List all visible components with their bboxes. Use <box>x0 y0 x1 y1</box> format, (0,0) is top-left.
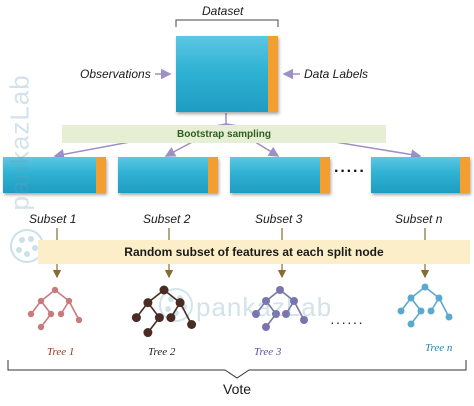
tree-node <box>47 310 55 318</box>
tree-node <box>57 310 65 318</box>
decision-tree-4 <box>397 283 453 328</box>
watermark-vertical: pankazLab <box>4 74 35 211</box>
subset-label-2: Subset 2 <box>143 212 191 226</box>
subset-block-1 <box>3 157 106 193</box>
dataset-label: Dataset <box>202 4 244 18</box>
tree-node <box>75 316 83 324</box>
tree-node <box>143 298 153 308</box>
decision-tree-3 <box>252 286 308 331</box>
subset-block-n <box>371 157 470 193</box>
tree-node <box>175 298 185 308</box>
subset-3-labels-strip <box>320 157 330 193</box>
tree-edge <box>438 297 450 318</box>
dataset-block <box>176 36 278 112</box>
tree-node <box>159 285 169 295</box>
observations-label: Observations <box>80 67 151 81</box>
tree-node <box>51 286 59 294</box>
subset-n-labels-strip <box>460 157 470 193</box>
bootstrap-band: Bootstrap sampling <box>62 125 386 143</box>
tree-label-2: Tree 2 <box>148 346 176 358</box>
vote-label: Vote <box>223 381 252 397</box>
tree-node <box>421 283 429 291</box>
tree-node <box>262 297 270 305</box>
tree-node <box>407 294 415 302</box>
tree-node <box>27 310 35 318</box>
tree-node <box>187 320 197 329</box>
random-subset-label: Random subset of features at each split … <box>124 245 384 259</box>
tree-node <box>290 297 298 305</box>
tree-node <box>435 294 443 302</box>
tree-node <box>262 323 270 331</box>
tree-node <box>252 310 260 318</box>
subset-block-2 <box>118 157 218 193</box>
watermark-center-logo-icon <box>159 288 193 322</box>
bootstrap-label: Bootstrap sampling <box>177 128 271 140</box>
tree-node <box>397 307 405 315</box>
random-subset-band: Random subset of features at each split … <box>38 240 470 264</box>
tree-node <box>166 313 176 323</box>
decision-tree-2 <box>131 285 197 338</box>
dataset-bracket <box>175 19 279 27</box>
watermark-center: pankazLab <box>196 292 333 322</box>
subset-2-labels-strip <box>208 157 218 193</box>
tree-node <box>276 286 284 294</box>
data-labels-label: Data Labels <box>304 67 369 81</box>
tree-node <box>143 328 153 338</box>
decision-tree-1 <box>27 286 83 331</box>
vote-bracket <box>7 360 467 379</box>
tree-node <box>445 313 453 321</box>
tree-label-1: Tree 1 <box>47 346 75 358</box>
tree-node <box>65 297 73 305</box>
tree-label-3: Tree 3 <box>254 346 282 358</box>
subsets-ellipsis: ····· <box>334 163 366 180</box>
tree-node <box>272 310 280 318</box>
subset-label-n: Subset n <box>395 212 443 226</box>
subset-1-labels-strip <box>96 157 106 193</box>
tree-node <box>407 320 415 328</box>
tree-node <box>282 310 290 318</box>
trees-ellipsis: ······ <box>330 314 364 330</box>
subset-label-1: Subset 1 <box>29 212 77 226</box>
subset-block-3 <box>230 157 330 193</box>
dataset-labels-strip <box>268 36 278 112</box>
tree-node <box>154 313 164 323</box>
tree-node <box>427 307 435 315</box>
tree-node <box>131 313 141 323</box>
tree-node <box>300 316 308 324</box>
tree-edge <box>68 300 80 321</box>
tree-node <box>37 323 45 331</box>
tree-node <box>417 307 425 315</box>
tree-node <box>37 297 45 305</box>
tree-label-n: Tree n <box>425 342 453 354</box>
subset-label-3: Subset 3 <box>255 212 303 226</box>
